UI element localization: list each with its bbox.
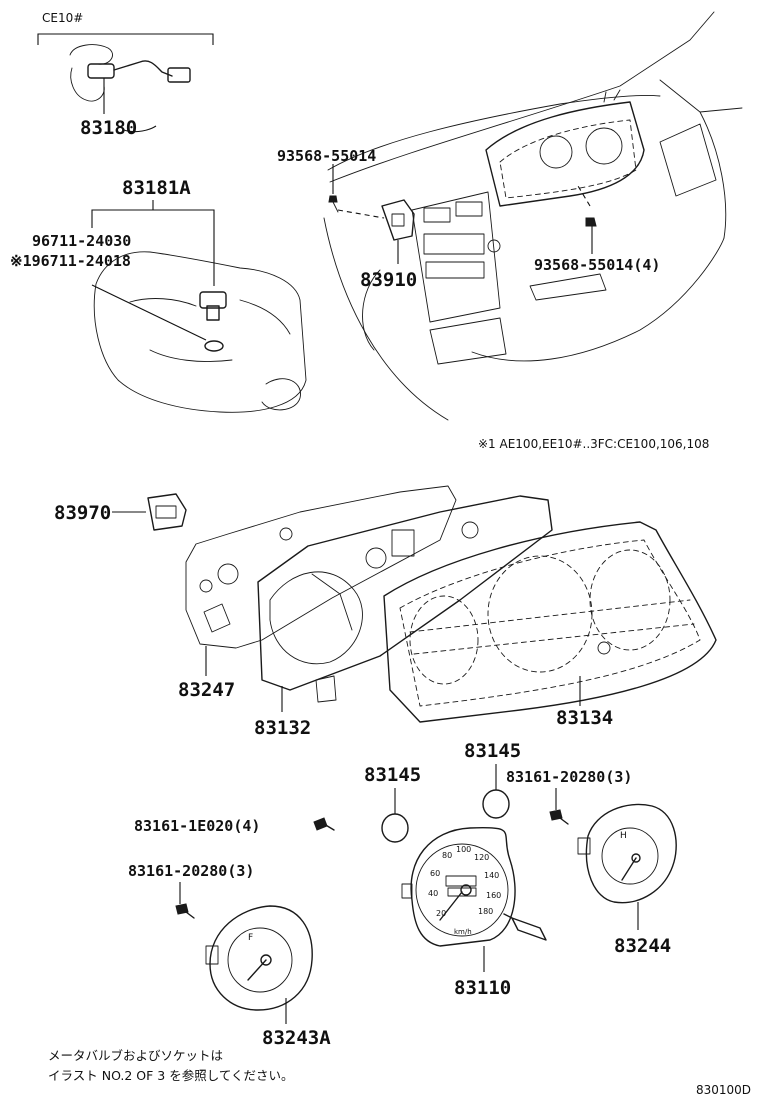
variant-label: CE10#: [42, 11, 83, 25]
speed-tick-120: 120: [474, 853, 489, 862]
fuel-full-letter: F: [248, 933, 253, 943]
part-label-83970: 83970: [54, 502, 111, 524]
part-label-83145-right: 83145: [464, 740, 521, 762]
part-label-83161-1E020: 83161-1E020(4): [134, 817, 260, 835]
cluster-case-83132: 83132: [254, 495, 553, 739]
speed-tick-180: 180: [478, 907, 493, 916]
part-label-83180: 83180: [80, 117, 137, 139]
meter-glass-83134: 83134: [383, 521, 717, 729]
screw-83161-1E020: 83161-1E020(4): [134, 817, 335, 835]
applicability-note: ※1 AE100,EE10#..3FC:CE100,106,108: [478, 437, 709, 451]
fuel-gauge-83243A: F 83243A: [205, 905, 331, 1049]
part-label-93568-55014-4: 93568-55014(4): [534, 256, 660, 274]
part-label-96711-24030: 96711-24030: [32, 232, 131, 250]
part-label-83244: 83244: [614, 935, 671, 957]
diagram-code: 830100D: [696, 1083, 751, 1097]
screw-93568-lower: [577, 185, 597, 227]
dashboard-illustration: 93568-55014 83910 93568-55014(4): [277, 11, 743, 421]
connector-83970: 83970: [54, 493, 187, 531]
lens-83145-right: 83145: [464, 740, 521, 819]
part-label-83132: 83132: [254, 717, 311, 739]
lens-83145-left: 83145: [364, 764, 421, 843]
part-label-83247: 83247: [178, 679, 235, 701]
screw-83161-20280-right: 83161-20280(3): [506, 768, 632, 825]
speed-tick-20: 20: [436, 909, 446, 918]
printed-circuit-83247: 83247: [178, 485, 457, 701]
speedometer-83110: 20 40 60 80 100 120 140 160 180 km/h 831…: [401, 826, 547, 999]
part-label-83910: 83910: [360, 269, 417, 291]
part-label-83110: 83110: [454, 977, 511, 999]
speed-tick-140: 140: [484, 871, 499, 880]
bulb-note-line2: イラスト NO.2 OF 3 を参照してください。: [48, 1068, 294, 1083]
part-label-83161-20280-left: 83161-20280(3): [128, 862, 254, 880]
speedometer-ticks: 20 40 60 80 100 120 140 160 180: [428, 845, 501, 918]
speed-tick-40: 40: [428, 889, 438, 898]
screw-93568-upper: [328, 195, 385, 219]
part-label-83243A: 83243A: [262, 1027, 331, 1049]
speed-tick-100: 100: [456, 845, 471, 854]
bulb-note-line1: メータバルブおよびソケットは: [48, 1048, 223, 1063]
speed-tick-80: 80: [442, 851, 452, 860]
speed-tick-160: 160: [486, 891, 501, 900]
transmission-sensor-group: 83181A 96711-24030 ※196711-24018: [10, 177, 307, 413]
part-label-83161-20280-right: 83161-20280(3): [506, 768, 632, 786]
screw-83161-20280-left: 83161-20280(3): [128, 862, 254, 919]
speed-unit: km/h: [454, 928, 472, 936]
part-label-83181A: 83181A: [122, 177, 191, 199]
temp-gauge-83244: H 83244: [577, 803, 677, 957]
part-label-83134: 83134: [556, 707, 613, 729]
temp-hot-letter: H: [620, 831, 627, 841]
speed-tick-60: 60: [430, 869, 440, 878]
part-label-96711-24018: ※196711-24018: [10, 252, 131, 270]
part-label-83145-left: 83145: [364, 764, 421, 786]
speed-sensor-83180: 83180: [69, 44, 191, 139]
part-label-93568-55014: 93568-55014: [277, 147, 376, 165]
variant-bracket: CE10#: [37, 11, 214, 45]
